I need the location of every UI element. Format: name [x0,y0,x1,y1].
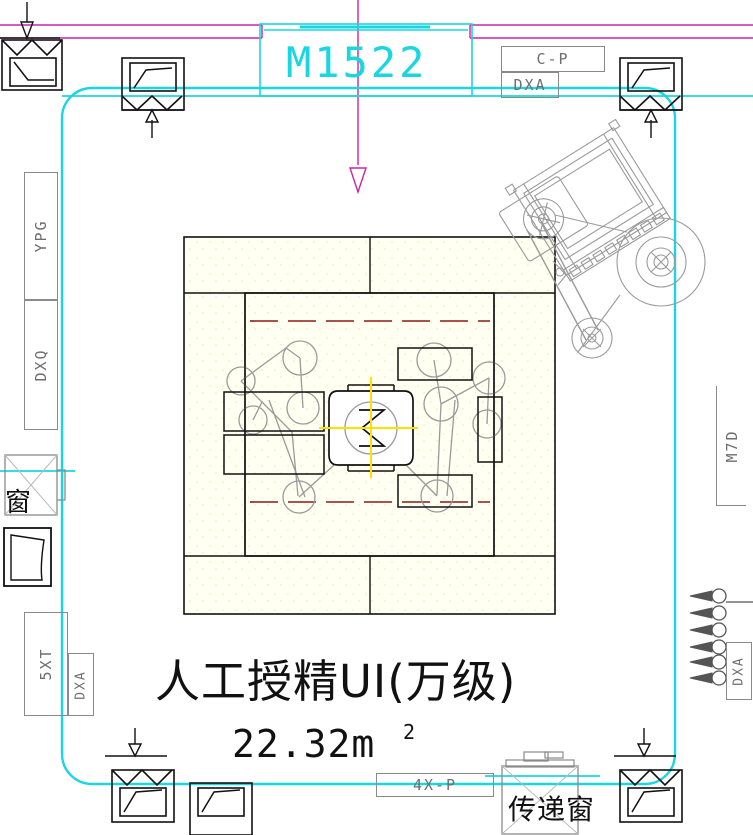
central-equipment-assembly [183,236,556,615]
air-inlet-arrows-right [689,588,753,686]
room-wall-outline [0,86,753,786]
label-box-m7d: M7D [716,386,746,506]
room-area-value: 22.32m [232,722,376,766]
label-box-dxa-right: DXA [726,642,752,700]
rotated-machine-assembly [499,118,706,359]
room-area-superscript: 2 [403,720,416,744]
label-dxa-left: DXA [73,669,89,700]
window-symbol-left [4,454,66,516]
label-4x-p: 4X-P [376,773,494,797]
label-dxa-top: DXA [501,72,559,98]
pass-through-window-symbol [501,751,579,835]
label-5xt: 5XT [37,647,55,681]
label-box-dxa-left: DXA [68,653,94,716]
center-crosshair [319,377,418,478]
label-pass-through-window-cn: 传递窗 [508,793,596,826]
door-tag-m1522: M1522 [286,38,428,87]
room-title: 人工授精UI(万级) [155,655,517,708]
label-dxa-right: DXA [731,656,747,686]
label-box-ypg: YPG [24,172,58,300]
label-window-cn: 窗 [5,488,32,518]
label-ypg: YPG [32,219,50,253]
label-m7d: M7D [722,428,741,463]
label-dxq: DXQ [32,348,50,382]
label-c-p: C-P [501,46,605,72]
door-swing-symbol-left [3,527,52,587]
label-box-5xt: 5XT [24,612,68,716]
label-box-dxq: DXQ [24,300,58,430]
hvac-filter-units [1,38,683,835]
